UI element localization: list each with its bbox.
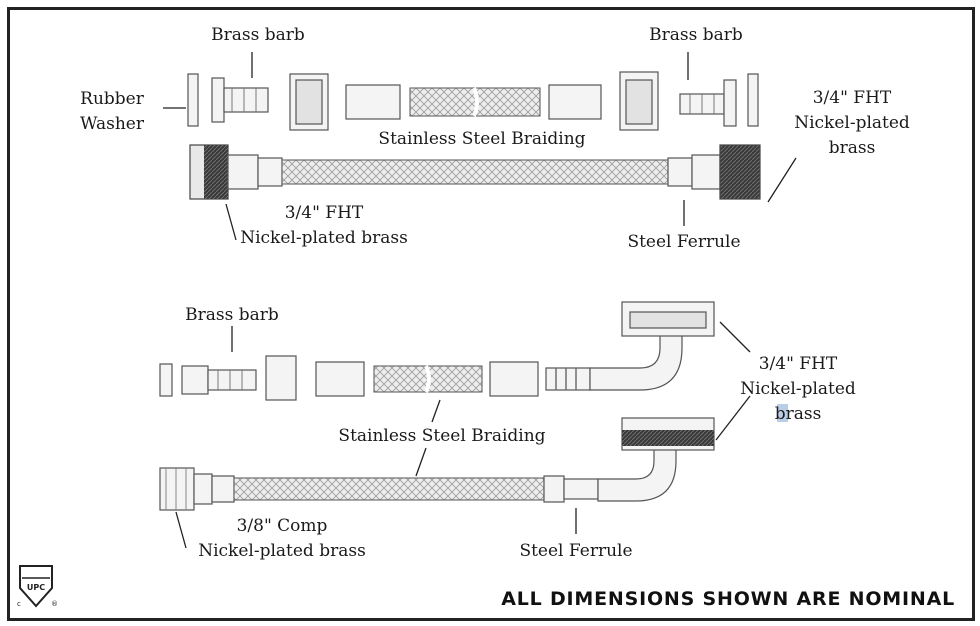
ferrule-right-exploded [548,84,602,120]
label-comp-1: 3/8" Comp [237,516,328,536]
comp-ferrule-left [193,473,213,505]
braid-section-bottom [373,365,483,393]
brass-barb-bottom [181,365,257,395]
ferrule-left [257,157,283,187]
comp-nut-assembled [159,467,195,511]
ferrule-right [667,157,693,187]
fht-nut-left-exploded [289,73,329,131]
label-fht-left-1: 3/4" FHT [285,203,364,223]
svg-text:®: ® [51,600,58,608]
label-fht-bottom-2: Nickel-plated [740,379,856,399]
top-leader-lines [163,52,797,241]
elbow-fitting-assembled [597,417,715,502]
comp-nut-exploded [265,355,297,401]
label-brass-barb-right: Brass barb [649,25,743,45]
label-fht-bottom-3: brass [775,404,822,424]
brass-barb-left [211,77,269,123]
label-braiding-top: Stainless Steel Braiding [378,129,585,149]
label-braiding-bottom: Stainless Steel Braiding [338,426,545,446]
braid-section-top [409,87,541,117]
label-comp-2: Nickel-plated brass [198,541,366,561]
rubber-washer-right [747,73,759,127]
ferrule-bottom-right-exploded [489,361,539,397]
bottom-exploded-parts [159,301,715,401]
braided-hose-top [281,159,669,185]
bottom-leader-lines [175,321,751,549]
nut-hex-left [227,154,259,190]
comp-sleeve [159,363,173,397]
fht-nut-right [719,144,761,200]
rubber-washer-left [187,73,199,127]
label-ferrule-bottom: Steel Ferrule [519,541,632,561]
ferrule-bottom-right [543,475,565,503]
stem-bottom [563,478,599,500]
upc-logo: UPC c ® [17,565,58,608]
ferrule-bottom-left [211,475,235,503]
upc-logo-text: UPC [27,583,45,592]
label-rubber-washer-2: Washer [80,114,145,134]
label-fht-right-1: 3/4" FHT [813,88,892,108]
braided-hose-bottom [233,477,545,501]
fht-nut-right-exploded [619,71,659,131]
bottom-assembled-hose [159,417,715,511]
label-ferrule-top: Steel Ferrule [627,232,740,252]
text-selection-highlight [777,404,788,422]
label-rubber-washer-1: Rubber [80,89,145,109]
label-fht-right-3: brass [829,138,876,158]
label-fht-left-2: Nickel-plated brass [240,228,408,248]
label-fht-bottom-1: 3/4" FHT [759,354,838,374]
fht-knurl-left [204,145,228,199]
ferrule-left-exploded [345,84,401,120]
brass-barb-right [679,79,737,127]
label-fht-right-2: Nickel-plated [794,113,910,133]
nut-hex-right [691,154,721,190]
label-brass-barb-left: Brass barb [211,25,305,45]
nominal-dimensions-note: ALL DIMENSIONS SHOWN ARE NOMINAL [501,588,955,610]
ferrule-bottom-left-exploded [315,361,365,397]
svg-text:c: c [17,600,21,608]
top-assembled-hose [189,144,761,200]
top-exploded-parts [187,71,759,131]
label-brass-barb-bottom: Brass barb [185,305,279,325]
elbow-fitting-exploded [545,301,715,391]
